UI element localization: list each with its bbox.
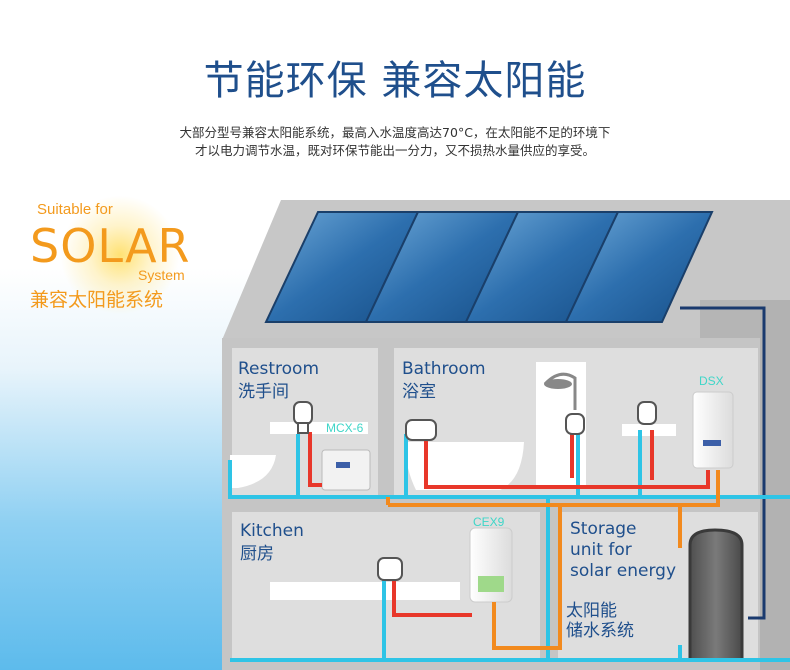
logo-chinese-text: 兼容太阳能系统 (30, 289, 164, 311)
page-title: 节能环保 兼容太阳能 (203, 58, 587, 104)
mcx-heater-display (336, 462, 350, 468)
dsx-heater (692, 391, 734, 469)
faucet-icon (637, 401, 657, 425)
solar-panels (264, 211, 714, 323)
cex-heater-display (478, 576, 504, 592)
storage-label-en-3: solar energy (570, 561, 677, 581)
storage-tank (688, 528, 744, 662)
cold-water-pipes (228, 430, 790, 662)
faucet-icon (377, 557, 403, 581)
description-line-1: 大部分型号兼容太阳能系统，最高入水温度高达70°C，在太阳能不足的环境下 (179, 125, 611, 140)
cex-label: CEX9 (473, 515, 505, 529)
dsx-heater-display (703, 440, 721, 446)
logo-suitable-text: Suitable for (37, 201, 113, 218)
solar-logo: Suitable for SOLAR System 兼容太阳能系统 (20, 195, 220, 325)
bathtub (404, 442, 524, 490)
bathroom-label-cn: 浴室 (402, 382, 436, 402)
mcx-label: MCX-6 (326, 421, 364, 435)
bathroom-counter (622, 424, 676, 436)
kitchen-label-en: Kitchen (240, 521, 304, 541)
storage-label-cn-1: 太阳能 (566, 601, 617, 621)
faucet-icon (405, 419, 437, 441)
faucet-icon (565, 413, 585, 435)
faucet-icon (293, 401, 313, 434)
restroom-label-en: Restroom (238, 359, 320, 379)
hot-water-pipes (308, 430, 710, 617)
restroom-counter (270, 422, 368, 434)
logo-solar-text: SOLAR (30, 219, 191, 273)
storage-label-cn-2: 储水系统 (566, 621, 634, 641)
solar-panel (564, 211, 714, 323)
restroom-basin (230, 455, 276, 488)
roof-shade (700, 300, 760, 340)
storage-label-en-1: Storage (570, 519, 637, 539)
restroom-label-cn: 洗手间 (238, 382, 289, 402)
description-line-2: 才以电力调节水温，既对环保节能出一分力，又不损热水量供应的享受。 (194, 143, 595, 158)
storage-label-en-2: unit for (570, 540, 632, 560)
sun-glow-icon (60, 195, 180, 315)
kitchen-label-cn: 厨房 (240, 544, 274, 564)
shower-head-icon (544, 379, 572, 389)
mcx-heater (321, 449, 371, 491)
dsx-label: DSX (699, 374, 724, 388)
bathroom-label-en: Bathroom (402, 359, 486, 379)
kitchen-counter (270, 582, 460, 600)
logo-system-text: System (138, 267, 185, 283)
warm-water-pipes (386, 470, 720, 650)
solar-loop-pipe (680, 306, 766, 620)
